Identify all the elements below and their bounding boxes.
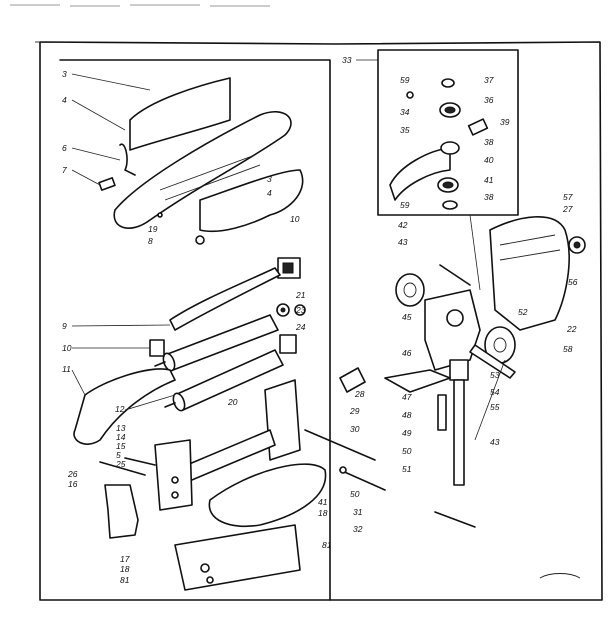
outer-frame [35, 41, 603, 601]
callout-38-bottom: 38 [484, 192, 494, 202]
callout-48: 48 [402, 410, 412, 420]
base-tray-parts-17-41 [174, 463, 327, 591]
strap-part-9 [169, 267, 281, 331]
callout-11: 11 [62, 364, 71, 374]
bolt-parts-29-31 [304, 429, 476, 528]
sleeve-part-28 [339, 367, 366, 393]
callout-10-mid: 10 [62, 343, 72, 353]
callout-41-gear: 41 [484, 175, 494, 185]
gear-box-frame-33 [377, 49, 519, 216]
callout-37: 37 [484, 75, 494, 85]
callout-59-top: 59 [400, 75, 410, 85]
callout-6: 6 [62, 143, 67, 153]
callout-7: 7 [62, 165, 67, 175]
roller-parts-12 [154, 314, 284, 412]
motor-housing-part-42 [424, 264, 481, 381]
callout-31: 31 [353, 507, 363, 517]
callout-36: 36 [484, 95, 494, 105]
callout-5: 5 [116, 450, 121, 460]
callout-15: 15 [116, 441, 126, 451]
callout-49: 49 [402, 428, 412, 438]
callout-21: 21 [295, 290, 306, 300]
clip-part-24 [279, 334, 297, 354]
callout-16: 16 [68, 479, 78, 489]
callout-57: 57 [563, 192, 573, 202]
callout-22: 22 [566, 324, 577, 334]
corner-mark [539, 573, 581, 579]
callout-3-mid: 3 [267, 174, 272, 184]
callout-81-mid: 81 [322, 540, 332, 550]
callout-32: 32 [353, 524, 363, 534]
callout-34: 34 [400, 107, 410, 117]
washer-parts-21-23 [276, 303, 306, 317]
callout-19: 19 [148, 224, 158, 234]
right-cover-parts-22-58 [489, 216, 586, 331]
callout-81-bottom: 81 [120, 575, 130, 585]
clip-part-10 [277, 257, 301, 279]
callout-14: 14 [116, 432, 126, 442]
callout-28: 28 [354, 389, 365, 399]
callout-3-top: 3 [62, 69, 67, 79]
callout-18-mid: 18 [318, 508, 328, 518]
callout-35: 35 [400, 125, 410, 135]
callout-4-mid: 4 [267, 188, 272, 198]
callout-12: 12 [115, 404, 125, 414]
scan-noise [10, 4, 270, 7]
callout-46: 46 [402, 348, 412, 358]
callout-56: 56 [568, 277, 578, 287]
shaft-part-51 [437, 379, 465, 486]
callout-33: 33 [342, 55, 352, 65]
callout-17: 17 [120, 554, 130, 564]
clip-part-10b [149, 339, 165, 357]
callout-25: 25 [115, 459, 126, 469]
left-panel-frame [59, 59, 331, 601]
linkage-parts-53-55 [384, 344, 516, 393]
callout-43-bottom: 43 [490, 437, 500, 447]
bracket-part-16 [104, 484, 139, 539]
callout-58: 58 [563, 344, 573, 354]
callout-8: 8 [148, 236, 153, 246]
callout-20: 20 [227, 397, 238, 407]
callout-13: 13 [116, 423, 126, 433]
callout-43-top: 43 [398, 237, 408, 247]
callout-18-bottom: 18 [120, 564, 130, 574]
callout-53: 53 [490, 370, 500, 380]
upper-cover-assembly [98, 77, 304, 245]
callout-50-bottom: 50 [350, 489, 360, 499]
callout-26: 26 [67, 469, 78, 479]
callout-51: 51 [402, 464, 412, 474]
callout-23: 23 [295, 305, 306, 315]
callout-59-bottom: 59 [400, 200, 410, 210]
lead-lines [71, 59, 506, 441]
callout-29: 29 [349, 406, 360, 416]
callout-45: 45 [402, 312, 412, 322]
callout-labels: 3 4 6 7 3 4 19 8 10 21 23 24 9 10 11 12 … [62, 55, 578, 585]
frame-part-20 [154, 379, 301, 511]
callout-55: 55 [490, 402, 500, 412]
callout-38-mid: 38 [484, 137, 494, 147]
callout-4-top: 4 [62, 95, 67, 105]
callout-41: 41 [318, 497, 328, 507]
callout-50-mid: 50 [402, 446, 412, 456]
gear-parts-35-41 [389, 78, 489, 210]
side-cover-part-11 [73, 368, 176, 445]
pulley-part-43 [395, 273, 516, 364]
callout-52: 52 [518, 307, 528, 317]
callout-39: 39 [500, 117, 510, 127]
screw-parts-26-25 [99, 457, 156, 476]
callout-47: 47 [402, 392, 412, 402]
callout-40: 40 [484, 155, 494, 165]
callout-27: 27 [562, 204, 573, 214]
callout-30: 30 [350, 424, 360, 434]
callout-42: 42 [398, 220, 408, 230]
callout-10-top: 10 [290, 214, 300, 224]
callout-24: 24 [295, 322, 306, 332]
callout-54: 54 [490, 387, 500, 397]
callout-9: 9 [62, 321, 67, 331]
